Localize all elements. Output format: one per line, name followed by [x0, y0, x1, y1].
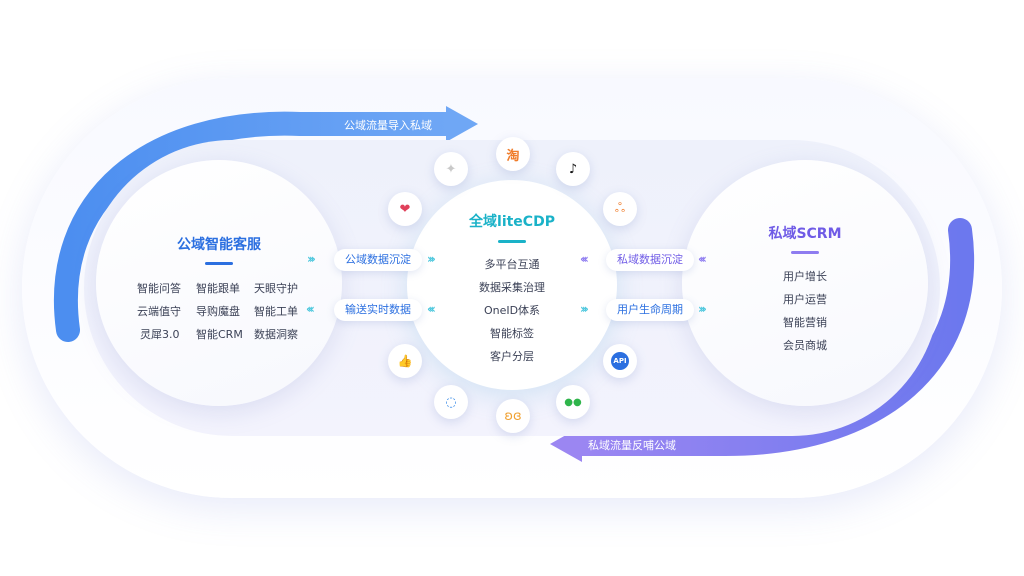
chevrons-left-icon: ‹‹‹ [427, 302, 436, 316]
chat-bubble-icon: ◌ [434, 385, 468, 419]
public-service-title: 公域智能客服 [177, 237, 261, 253]
wechat-icon: ●● [556, 385, 590, 419]
api-icon: API [603, 344, 637, 378]
cdp-title: 全域liteCDP [469, 214, 555, 230]
chevrons-right-icon: ››› [427, 252, 436, 266]
chevrons-left-icon: ‹‹‹ [698, 252, 707, 266]
scrm-item: 用户增长 [783, 270, 827, 283]
scrm-item: 会员商城 [783, 339, 827, 352]
feature-item: 导购魔盘 [196, 305, 240, 318]
feature-item: 云端值守 [137, 305, 181, 318]
private-scrm-circle [682, 160, 928, 406]
public-to-private-arrow [54, 111, 460, 342]
api-badge: API [611, 352, 629, 370]
cdp-item: 客户分层 [490, 350, 534, 363]
public-service-circle [96, 160, 342, 406]
private-to-public-arrow [568, 218, 975, 457]
connector-private-data: 私域数据沉淀 [606, 249, 694, 271]
cdp-item: OneID体系 [483, 304, 541, 317]
feature-item: 天眼守护 [254, 282, 298, 295]
flow-bottom-label: 私域流量反哺公域 [588, 439, 676, 452]
feature-item: 智能CRM [196, 328, 243, 341]
chevrons-right-icon: ››› [307, 252, 316, 266]
chevrons-right-icon: ››› [698, 302, 707, 316]
thumbs-up-icon: 👍 [388, 344, 422, 378]
cdp-underline [498, 240, 526, 243]
public-to-private-arrowhead [446, 106, 478, 142]
cdp-item: 智能标签 [490, 327, 534, 340]
butterfly-icon: ʚɞ [496, 399, 530, 433]
taobao-icon: 淘 [496, 137, 530, 171]
private-scrm-underline [791, 251, 819, 254]
tiktok-icon: ♪ [556, 152, 590, 186]
scrm-item: 智能营销 [783, 316, 827, 329]
feature-item: 智能问答 [137, 282, 181, 295]
private-scrm-title: 私域SCRM [768, 226, 842, 242]
cdp-item: 多平台互通 [484, 258, 540, 271]
feature-item: 数据洞察 [254, 328, 298, 341]
feature-item: 智能跟单 [196, 282, 240, 295]
chevrons-right-icon: ››› [580, 302, 589, 316]
knot-icon: ஃ [603, 192, 637, 226]
chevrons-left-icon: ‹‹‹ [580, 252, 589, 266]
scrm-item: 用户运营 [783, 293, 827, 306]
connector-public-data: 公域数据沉淀 [334, 249, 422, 271]
connector-user-lifecycle: 用户生命周期 [606, 299, 694, 321]
cdp-item: 数据采集治理 [479, 281, 545, 294]
connector-realtime-data: 输送实时数据 [334, 299, 422, 321]
public-service-underline [205, 262, 233, 265]
heart-icon: ❤ [388, 192, 422, 226]
flow-top-label: 公域流量导入私域 [344, 119, 432, 132]
feature-item: 智能工单 [254, 305, 298, 318]
chevrons-left-icon: ‹‹‹ [306, 302, 315, 316]
feature-item: 灵犀3.0 [140, 328, 180, 341]
cdp-center-circle [407, 180, 617, 390]
bird-icon: ✦ [434, 152, 468, 186]
